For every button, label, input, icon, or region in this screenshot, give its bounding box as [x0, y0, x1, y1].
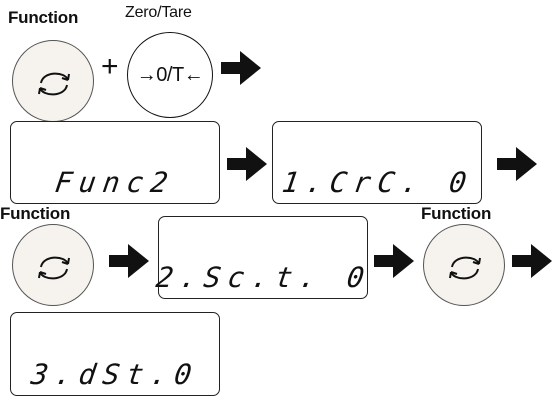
zero-tare-button[interactable]: →0/T← [127, 32, 213, 118]
display-dst-text: 3.dSt.0 [29, 358, 202, 391]
function-button-3[interactable] [423, 224, 505, 306]
function-button-1[interactable] [12, 40, 94, 122]
zero-tare-label: Zero/Tare [125, 4, 192, 21]
function-label-3: Function [421, 204, 492, 223]
display-dst: 3.dSt.0 [10, 312, 220, 396]
arrow-right-icon [109, 244, 149, 278]
display-crc: 1.CrC. 0 [272, 121, 482, 204]
zero-tare-symbol: →0/T← [136, 63, 204, 86]
arrow-right-icon [497, 147, 537, 181]
function-label-1: Function [8, 8, 79, 27]
cycle-arrows-icon [38, 72, 70, 96]
function-button-2[interactable] [12, 224, 94, 306]
display-sct-text: 2.Sc.t. 0 [153, 261, 373, 294]
function-label-2: Function [0, 204, 71, 223]
arrow-right-icon [221, 51, 261, 85]
arrow-right-icon [374, 244, 414, 278]
plus-sign: + [101, 50, 119, 83]
display-sct: 2.Sc.t. 0 [154, 216, 373, 299]
display-func2: Func2 [10, 121, 220, 204]
display-crc-text: 1.CrC. 0 [279, 166, 476, 199]
display-func2-text: Func2 [53, 166, 178, 199]
cycle-arrows-icon [449, 256, 481, 280]
cycle-arrows-icon [38, 256, 70, 280]
arrow-right-icon [512, 244, 552, 278]
arrow-right-icon [227, 147, 267, 181]
